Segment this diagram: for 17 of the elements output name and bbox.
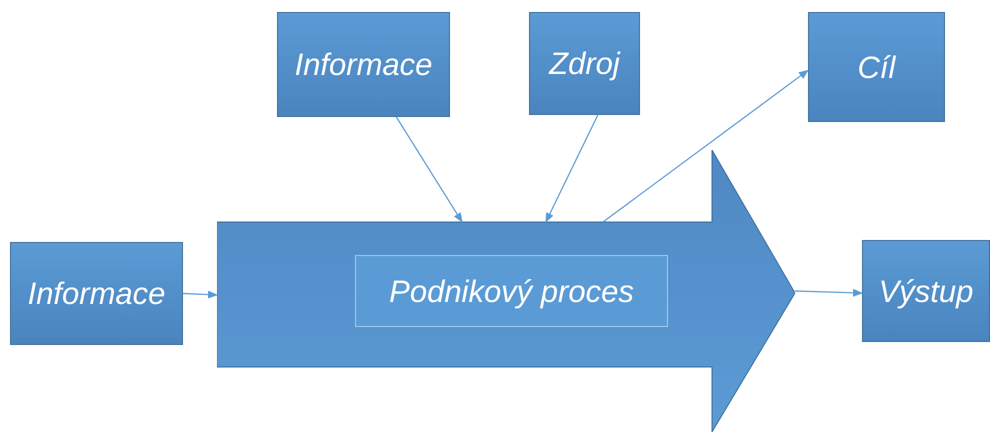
box-label: Informace xyxy=(294,49,432,80)
process-box xyxy=(10,242,183,345)
process-box xyxy=(355,255,668,327)
box-label: Cíl xyxy=(858,52,896,82)
arrow xyxy=(794,288,863,297)
box-label: Informace xyxy=(28,278,166,309)
arrow xyxy=(545,114,598,223)
arrow xyxy=(602,70,809,222)
process-box xyxy=(808,12,945,122)
arrow xyxy=(182,290,218,299)
process-box xyxy=(529,12,640,115)
arrow xyxy=(396,116,463,223)
process-box xyxy=(862,240,990,342)
box-label: Podnikový proces xyxy=(389,276,634,306)
process-box xyxy=(277,12,450,117)
box-label: Výstup xyxy=(878,276,974,306)
box-label: Zdroj xyxy=(549,48,620,79)
